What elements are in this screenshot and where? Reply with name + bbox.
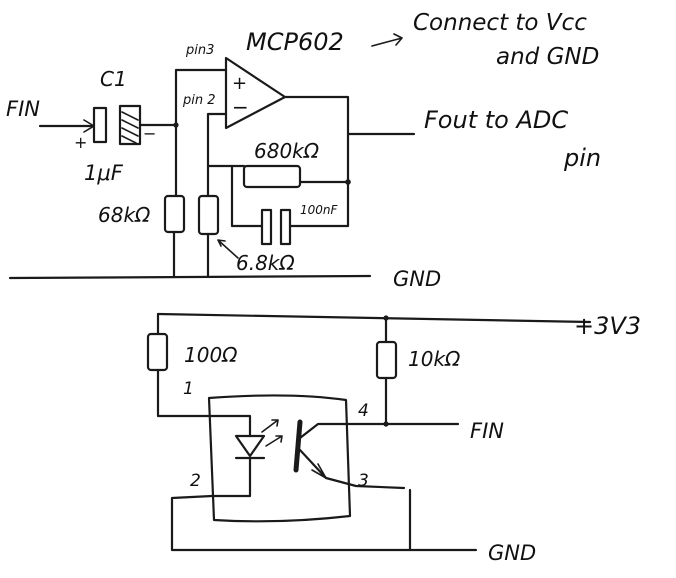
led-cathode-wire: [210, 456, 252, 498]
chip-label: MCP602: [246, 28, 344, 56]
led-symbol: [234, 434, 266, 458]
cap-100n-plate-left: [260, 208, 273, 246]
ground-rail-top: [8, 274, 372, 280]
pin-3-label: 3: [358, 471, 369, 491]
pin2-wire: [206, 112, 228, 198]
collector-wire: [298, 422, 388, 440]
led-emission-arrow-2: [265, 435, 283, 447]
resistor-6-8k-label: 6.8kΩ: [236, 251, 295, 275]
cap-100n-left-wire: [230, 164, 264, 228]
pin3-wire: [174, 68, 228, 127]
pin2-label: pin 2: [182, 93, 216, 108]
resistor-10k: [375, 340, 398, 380]
emitter-wire: [298, 448, 406, 490]
output-wire: [283, 95, 350, 184]
cap-100n-right-wire: [288, 180, 350, 228]
pin-1-label: 1: [183, 379, 194, 399]
emitter-arrow: [311, 463, 327, 479]
resistor-6-8k-pointer: [217, 239, 239, 259]
c1-plate-left: [92, 106, 108, 144]
resistor-68k: [163, 194, 186, 234]
resistor-100-label: 100Ω: [184, 343, 238, 367]
fout-label-line1: Fout to ADC: [424, 106, 568, 134]
connect-note-line2: and GND: [496, 44, 599, 70]
resistor-68k-label: 68kΩ: [98, 203, 151, 227]
gnd-bottom-label: GND: [488, 541, 536, 565]
fout-label-line2: pin: [563, 144, 601, 172]
ground-loop: [170, 488, 412, 552]
resistor-6-8k: [197, 194, 220, 236]
resistor-680k-label: 680kΩ: [254, 139, 320, 163]
pin3-label: pin3: [185, 43, 214, 58]
c1-hatch: [121, 111, 139, 144]
opamp-symbol: [224, 56, 287, 130]
cap-100n-label: 100nF: [300, 203, 339, 217]
resistor-10k-label: 10kΩ: [408, 347, 461, 371]
fin-top-label: FIN: [6, 97, 40, 121]
led-emission-arrow-1: [261, 419, 279, 433]
100r-to-pin1-wire: [156, 368, 210, 418]
opamp-plus-sign: +: [232, 73, 247, 94]
node-output: [345, 179, 351, 185]
fin-bottom-label: FIN: [470, 419, 504, 443]
connect-note-line1: Connect to Vcc: [413, 10, 587, 36]
c1-polarity-plus: +: [74, 133, 87, 152]
resistor-100: [146, 332, 169, 372]
pin-4-label: 4: [358, 401, 369, 421]
opamp-minus-sign: −: [232, 95, 249, 119]
c1-label: C1: [100, 67, 127, 91]
optocoupler-body: [207, 394, 352, 523]
supply-label: +3V3: [574, 312, 641, 340]
c1-polarity-minus: −: [143, 124, 156, 143]
resistor-680k: [242, 164, 302, 189]
supply-rail: [156, 312, 592, 324]
pin-2-label: 2: [190, 471, 201, 491]
chip-note-arrow: [371, 33, 403, 47]
c1-value-label: 1μF: [84, 161, 124, 185]
led-anode-wire: [206, 414, 252, 438]
gnd-top-label: GND: [393, 267, 441, 291]
cap-100n-plate-right: [279, 208, 292, 246]
phototransistor-base: [293, 419, 303, 473]
